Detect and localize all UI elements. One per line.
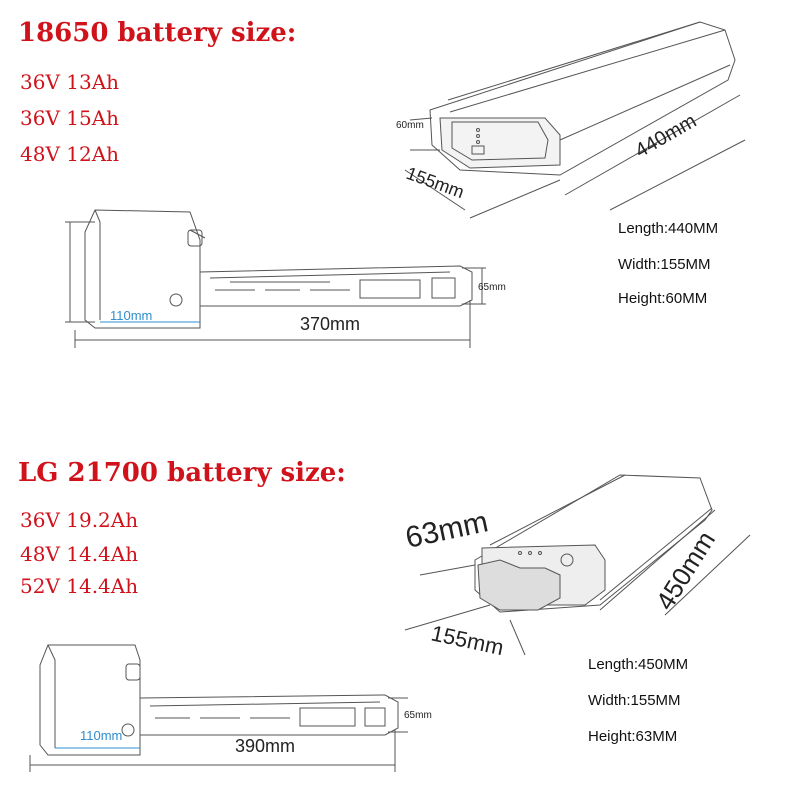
section2-battery-3d-drawing [404, 474, 751, 656]
section1-side-base-label: 110mm [110, 308, 152, 323]
section1-battery-3d-drawing [404, 21, 746, 219]
section1-spec-length: Length:440MM [618, 220, 719, 237]
section2-width-label: 155mm [429, 620, 506, 660]
section2-side-length-label: 390mm [235, 736, 295, 756]
section2-height-label: 63mm [403, 505, 491, 555]
section1-side-rail-label: 65mm [478, 282, 506, 293]
section2-battery-side-drawing [29, 644, 408, 772]
section1-height-label: 60mm [396, 120, 424, 131]
section2-side-base-label: 110mm [80, 728, 122, 743]
section2-side-rail-label: 65mm [404, 710, 432, 721]
section1-capacity-1: 36V 13Ah [20, 70, 120, 94]
section2-capacity-1: 36V 19.2Ah [20, 508, 139, 532]
section2-spec-length: Length:450MM [588, 656, 689, 673]
section2-capacity-3: 52V 14.4Ah [20, 574, 139, 598]
section2-capacity-2: 48V 14.4Ah [20, 542, 139, 566]
section1-capacity-3: 48V 12Ah [20, 142, 120, 166]
section2-title: LG 21700 battery size: [18, 458, 346, 488]
section1-spec-height: Height:60MM [618, 290, 708, 307]
section1-capacity-2: 36V 15Ah [20, 106, 120, 130]
section2-spec-height: Height:63MM [588, 728, 678, 745]
section1-width-label: 155mm [404, 163, 467, 202]
section1-side-length-label: 370mm [300, 314, 360, 334]
section1-battery-side-drawing [65, 209, 486, 348]
section1-spec-width: Width:155MM [618, 256, 711, 273]
section1-title: 18650 battery size: [18, 18, 297, 48]
section2-spec-width: Width:155MM [588, 692, 681, 709]
